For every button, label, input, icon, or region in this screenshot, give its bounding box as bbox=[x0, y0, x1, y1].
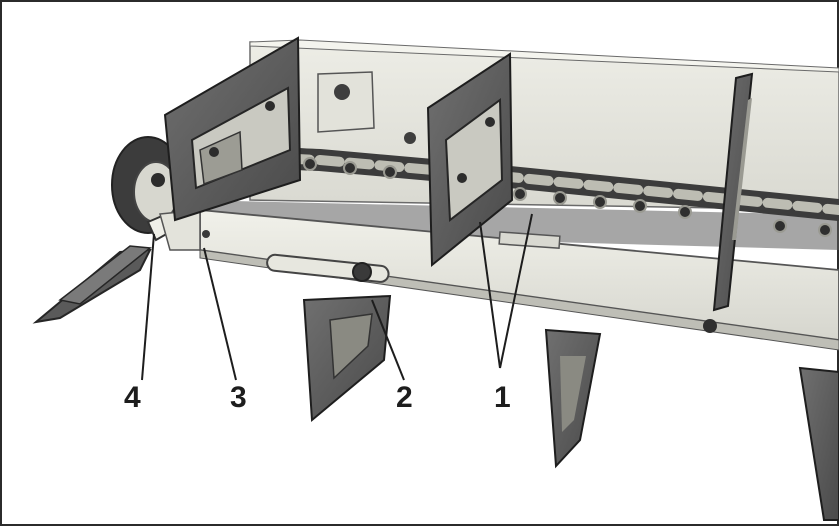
leader-line-2 bbox=[371, 299, 405, 381]
head-sprocket bbox=[111, 136, 185, 242]
callout-1: 1 bbox=[494, 381, 511, 414]
return-paddle-2 bbox=[544, 328, 602, 469]
leader-line-1b bbox=[499, 213, 533, 369]
leader-lines bbox=[141, 213, 533, 381]
trough-shadow bbox=[190, 200, 839, 250]
flight-paddle-middle bbox=[426, 52, 514, 268]
rail-hole bbox=[703, 319, 717, 333]
flight-paddle-right bbox=[712, 72, 754, 312]
return-paddle-3 bbox=[798, 366, 839, 521]
return-paddle-1 bbox=[302, 294, 392, 423]
leader-line-3 bbox=[203, 247, 237, 381]
rail-bolt bbox=[202, 230, 210, 238]
flight-paddle-left bbox=[163, 36, 302, 222]
tension-bolt bbox=[352, 262, 372, 282]
leader-line-4 bbox=[141, 233, 155, 381]
guide-bar bbox=[498, 231, 561, 249]
callout-2: 2 bbox=[396, 381, 413, 414]
callout-4: 4 bbox=[124, 381, 141, 414]
callout-3: 3 bbox=[230, 381, 247, 414]
leader-line-1a bbox=[479, 221, 501, 369]
discharge-chute bbox=[32, 245, 152, 324]
